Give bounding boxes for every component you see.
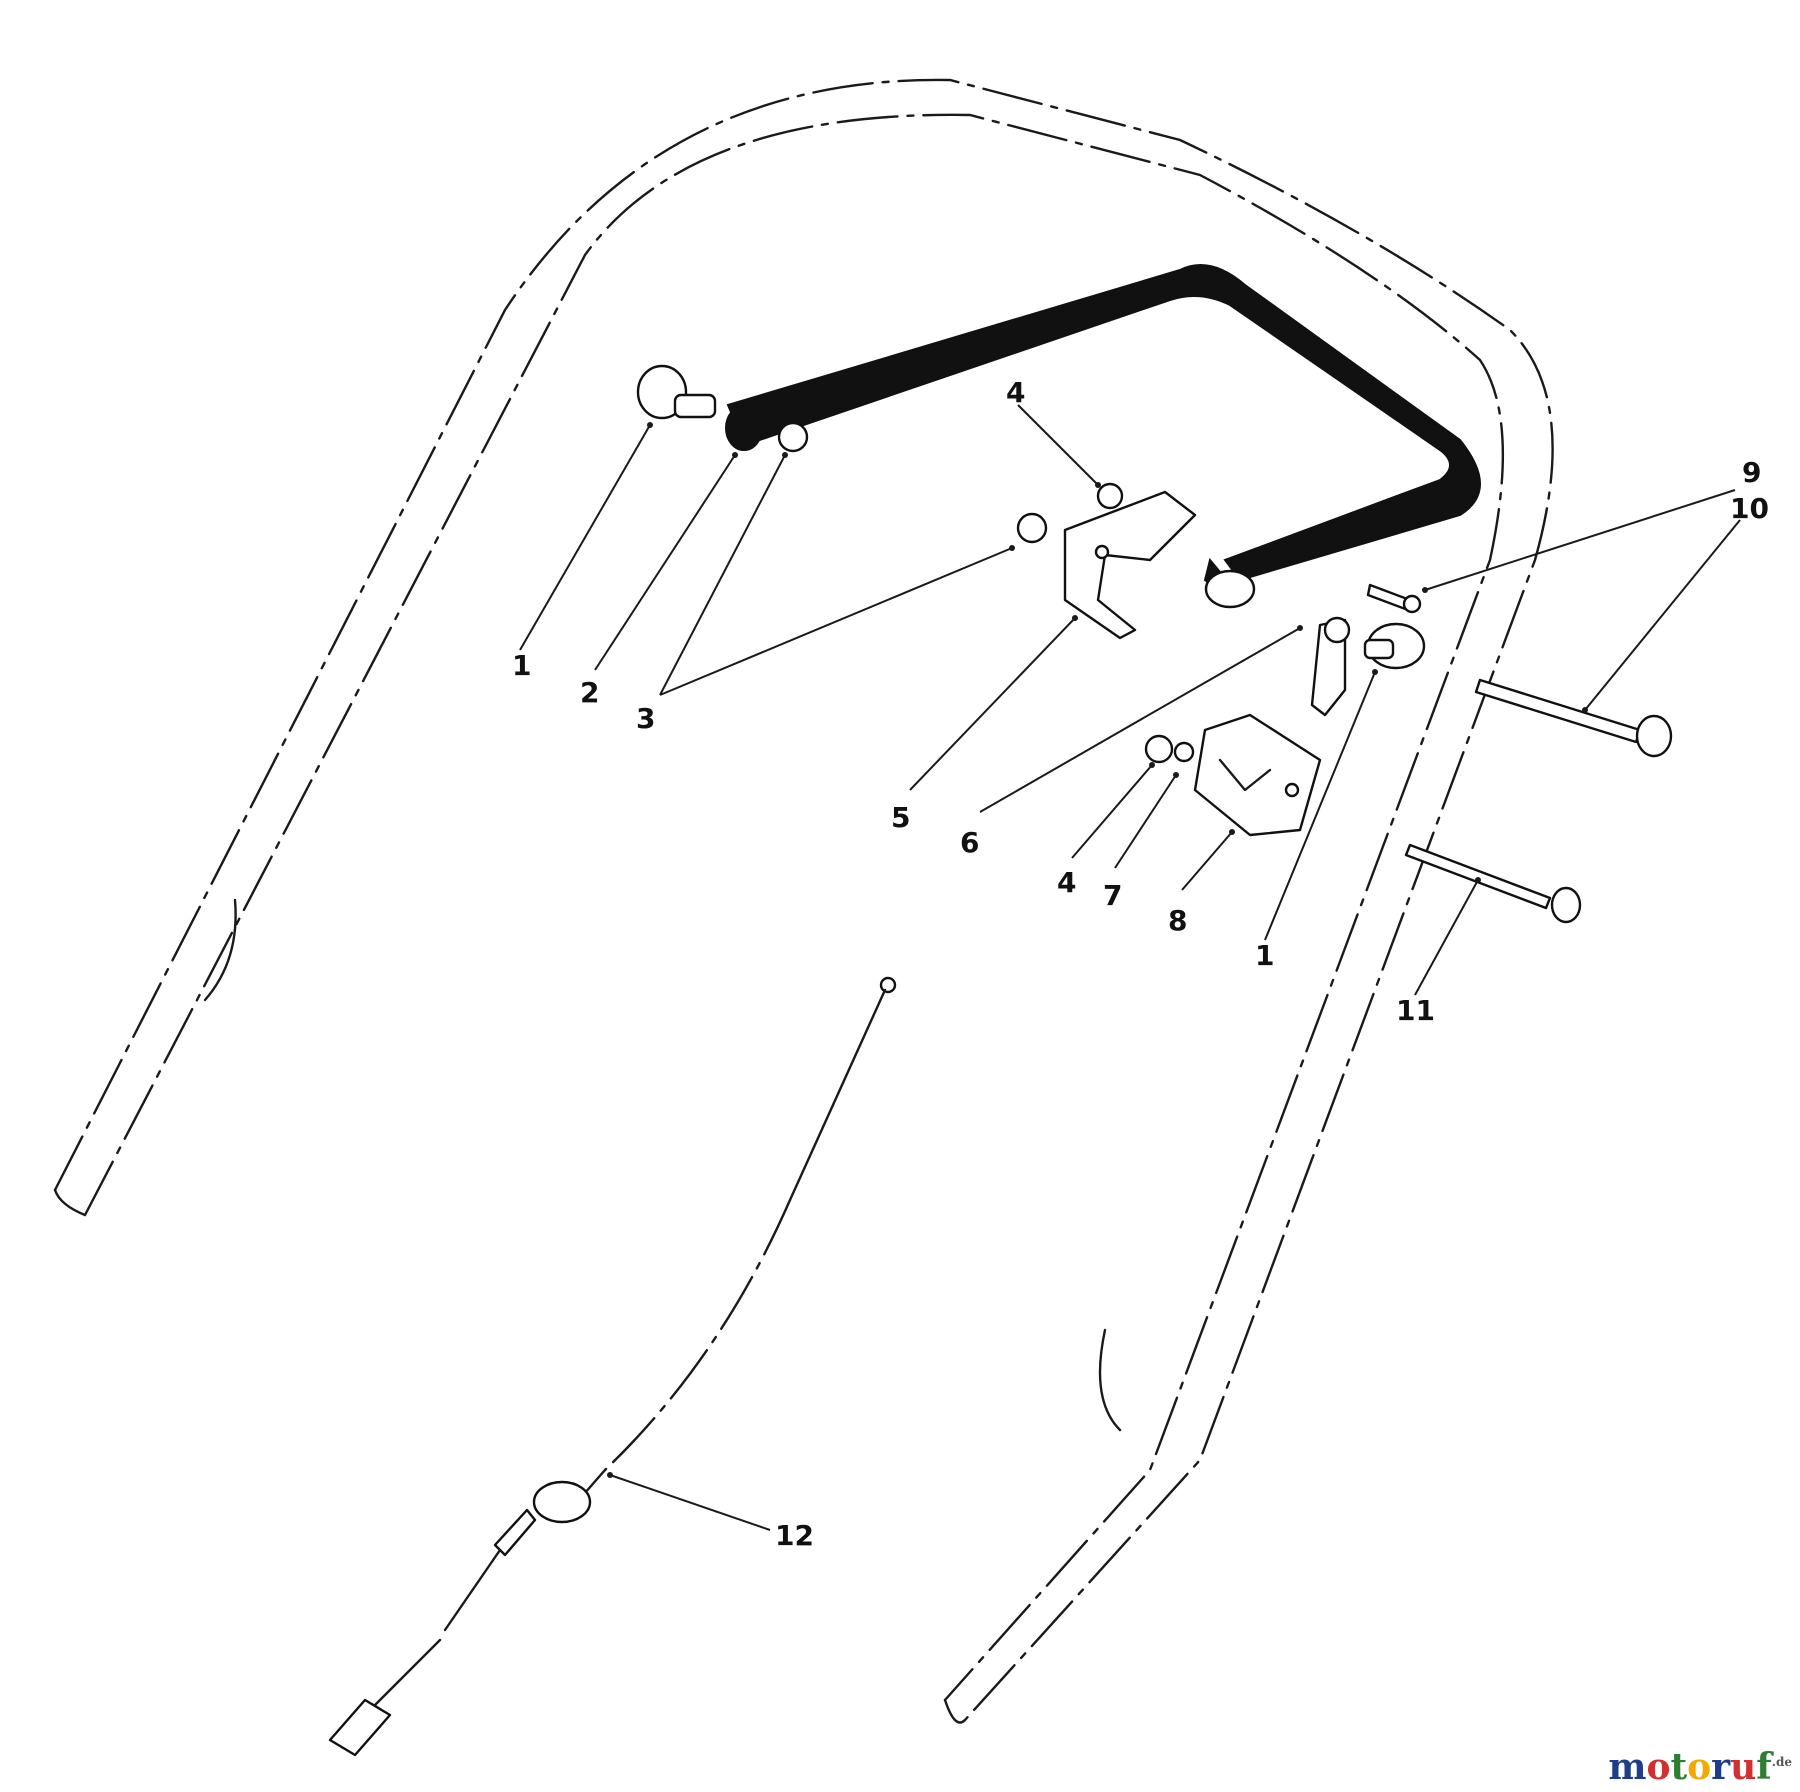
callout-4: 4 bbox=[1057, 866, 1076, 899]
nut-top bbox=[1096, 482, 1124, 510]
nut-left bbox=[777, 421, 809, 453]
handle-frame bbox=[53, 78, 1554, 1724]
callout-5: 5 bbox=[891, 801, 910, 834]
nut-lower bbox=[1144, 734, 1174, 764]
pivot-washer-right bbox=[1204, 569, 1256, 609]
cable-clamp bbox=[1193, 713, 1322, 837]
watermark-suffix: .de bbox=[1771, 1755, 1792, 1769]
watermark-t: t bbox=[1670, 1746, 1688, 1788]
callout-1: 1 bbox=[1255, 939, 1274, 972]
bolt-short bbox=[1404, 843, 1552, 910]
callout-3: 3 bbox=[636, 702, 655, 735]
callout-9: 9 bbox=[1742, 456, 1761, 489]
callout-11: 11 bbox=[1396, 994, 1435, 1027]
watermark-r: r bbox=[1711, 1746, 1731, 1788]
watermark-u: u bbox=[1730, 1746, 1757, 1788]
callout-4: 4 bbox=[1006, 376, 1025, 409]
cable-adjuster bbox=[532, 1480, 592, 1524]
callout-8: 8 bbox=[1168, 904, 1187, 937]
left-pivot-parts bbox=[636, 364, 809, 453]
brake-bracket bbox=[1063, 490, 1197, 640]
watermark-f: f bbox=[1756, 1746, 1772, 1788]
center-parts bbox=[1016, 482, 1426, 717]
callout-1: 1 bbox=[512, 649, 531, 682]
watermark-o1: o bbox=[1646, 1746, 1671, 1788]
leader-lines bbox=[519, 404, 1741, 1531]
callout-10: 10 bbox=[1730, 492, 1769, 525]
washer-left bbox=[725, 405, 763, 451]
control-cable bbox=[328, 976, 897, 1757]
lower-right-parts bbox=[1144, 713, 1322, 837]
bolts bbox=[1404, 678, 1673, 924]
callout-6: 6 bbox=[960, 826, 979, 859]
watermark-o2: o bbox=[1687, 1746, 1712, 1788]
washer-lower bbox=[1173, 741, 1195, 763]
watermark-logo: motoruf.de bbox=[1608, 1746, 1792, 1788]
callout-labels: 1 2 3 4 5 6 4 7 8 1 9 10 11 12 bbox=[512, 376, 1769, 1552]
callout-7: 7 bbox=[1103, 879, 1122, 912]
callout-2: 2 bbox=[580, 676, 599, 709]
bolt-long bbox=[1474, 678, 1642, 744]
cable-end-fitting bbox=[328, 1698, 392, 1757]
nut-center bbox=[1016, 512, 1048, 544]
watermark-m: m bbox=[1608, 1746, 1647, 1788]
callout-12: 12 bbox=[775, 1519, 814, 1552]
